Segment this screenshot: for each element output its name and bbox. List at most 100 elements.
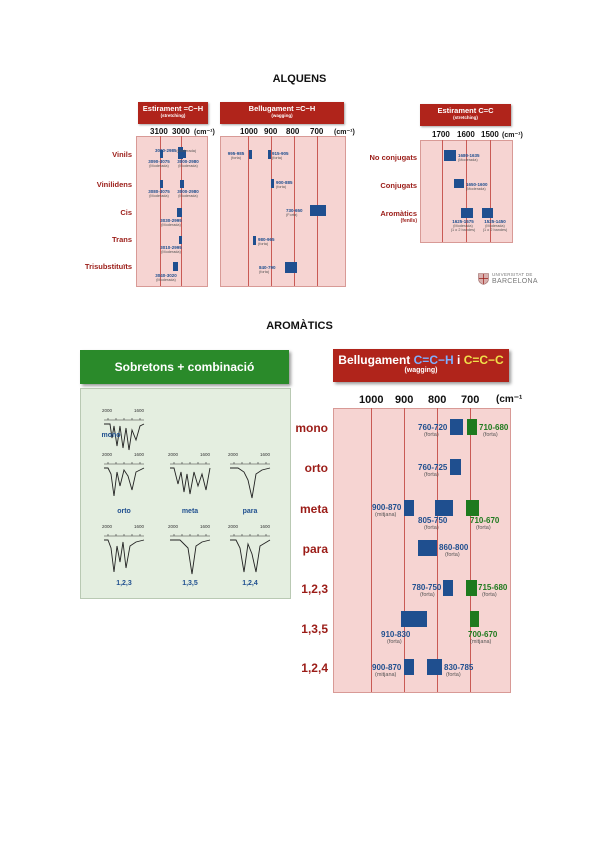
band-label: 840-790(forta): [259, 265, 276, 274]
row-label-aromatics: Aromàtics: [380, 209, 417, 218]
spectrum-line: [104, 539, 145, 573]
band-intensity: (forta): [476, 525, 491, 531]
spectrum-axis-right: 1600: [260, 524, 271, 529]
tick-unit: (cm⁻¹): [194, 129, 215, 136]
band-bar: [285, 262, 297, 273]
bellugament-header-title: Bellugament C=C−H i C=C−C: [333, 353, 509, 367]
bellugament-header: Bellugament C=C−H i C=C−C (wagging): [333, 349, 509, 382]
gridline: [470, 408, 471, 692]
band-note: (1 o 2 bandes): [450, 228, 476, 232]
spectrum-line: [104, 423, 145, 451]
spectrum-trace: [104, 534, 145, 573]
band-intensity: (forta): [424, 432, 439, 438]
row-label-para: para: [302, 542, 328, 556]
band-bar: [180, 180, 184, 188]
band-bar: [461, 208, 473, 218]
band-value: 995-985: [227, 151, 245, 156]
band-intensity: (forta): [230, 156, 242, 160]
row-label-orto: orto: [304, 461, 328, 475]
row-label-no-conjugats: No conjugats: [369, 153, 417, 162]
band-value: 3010-2995: [160, 245, 182, 250]
band-bar: [450, 459, 461, 475]
band-label: 760-720(forta): [418, 423, 447, 438]
band-intensity: (forta): [445, 552, 460, 558]
spectrum-trace: [230, 534, 271, 573]
spectrum-line: [230, 467, 271, 499]
header-word: Bellugament: [338, 353, 411, 367]
spectrum-axis-right: 1600: [200, 452, 211, 457]
gridline: [248, 136, 249, 286]
band-bar: [427, 659, 442, 675]
band-label: 805-750(forta): [418, 516, 447, 531]
band-intensity: (forta): [420, 592, 435, 598]
band-label: 915-905(forta): [272, 151, 289, 160]
band-label: 995-985(forta): [222, 151, 250, 160]
row-label-trisubstituits: Trisubstituïts: [84, 262, 132, 271]
spectrum-label: 1,2,4: [242, 580, 258, 587]
band-intensity: (Moderada): [178, 194, 198, 198]
row-label-cis: Cis: [120, 208, 132, 217]
band-label: 900-870(mitjana): [372, 503, 401, 518]
band-intensity: (forta): [483, 432, 498, 438]
band-intensity: (Moderada): [156, 278, 176, 282]
spectrum-trace: [104, 462, 145, 497]
spectrum-axis: [170, 462, 210, 465]
spectrum-axis-left: 2000: [168, 524, 179, 529]
band-value: 840-790: [259, 265, 276, 270]
band-bar: [160, 150, 163, 158]
band-label: 900-885(forta): [276, 180, 293, 189]
band-intensity: (forta): [272, 156, 283, 160]
band-value: 3000-2980: [177, 159, 199, 164]
band-intensity: (Moderada): [176, 149, 197, 153]
band-intensity: (Moderada): [149, 194, 169, 198]
band-bar-ccc: [466, 500, 479, 516]
spectrum-axis: [104, 418, 144, 421]
gridline: [160, 136, 161, 286]
spectrum-axis: [230, 462, 270, 465]
band-bar: [160, 180, 163, 188]
spectrum-trace: [104, 418, 145, 451]
sobretons-header: Sobretons + combinació: [80, 350, 289, 384]
band-label: 1525-1450(Moderada)(1 o 2 bandes): [479, 219, 511, 232]
tick: 1000: [240, 127, 258, 136]
band-label: 860-800(forta): [439, 543, 468, 558]
gridline: [271, 136, 272, 286]
band-intensity: (mitjana): [375, 512, 397, 518]
band-label: 830-785(forta): [444, 663, 473, 678]
band-value: 760-720: [418, 423, 448, 432]
stretch-cc-header-text: Estirament C=C: [437, 106, 494, 115]
band-bar-ccc: [467, 419, 477, 435]
band-intensity: (Moderada): [161, 223, 181, 227]
tick: 1500: [481, 130, 499, 139]
band-label: 980-965(forta): [258, 237, 275, 246]
band-label: 910-830(forta): [381, 630, 410, 645]
spectrum-axis-right: 1600: [134, 452, 145, 457]
wag-ch-sub: (wagging): [271, 113, 293, 118]
band-label: 1625-1575(Moderada)(1 o 2 bandes): [447, 219, 479, 232]
spectrum-axis-right: 1600: [260, 452, 271, 457]
band-bar: [482, 208, 493, 218]
row-label-conjugats: Conjugats: [380, 181, 417, 190]
band-label: 3090-3075(Moderada): [143, 159, 175, 168]
band-label: 3040-3020(Moderada): [150, 273, 182, 282]
stretch-cc-header: Estirament C=C (stretching): [420, 104, 511, 126]
band-intensity: (Moderada): [178, 164, 198, 168]
band-bar: [401, 611, 427, 627]
band-label: 1650-1600(Moderada): [466, 182, 488, 191]
band-bar: [404, 500, 414, 516]
header-cch: C=C−H: [413, 353, 454, 367]
band-label: 710-670(forta): [470, 516, 499, 531]
band-value: 3020-2985: [155, 148, 177, 153]
logo-line2: BARCELONA: [492, 278, 538, 285]
band-bar: [454, 179, 464, 188]
band-bar: [404, 659, 414, 675]
band-bar: [177, 208, 182, 217]
band-value: 1680-1635: [458, 153, 480, 158]
band-bar: [249, 150, 252, 159]
gridline: [466, 140, 467, 242]
band-value: 780-750: [412, 583, 442, 592]
band-label: 3010-2995(Moderada): [155, 245, 187, 254]
band-label: 715-680(forta): [478, 583, 507, 598]
